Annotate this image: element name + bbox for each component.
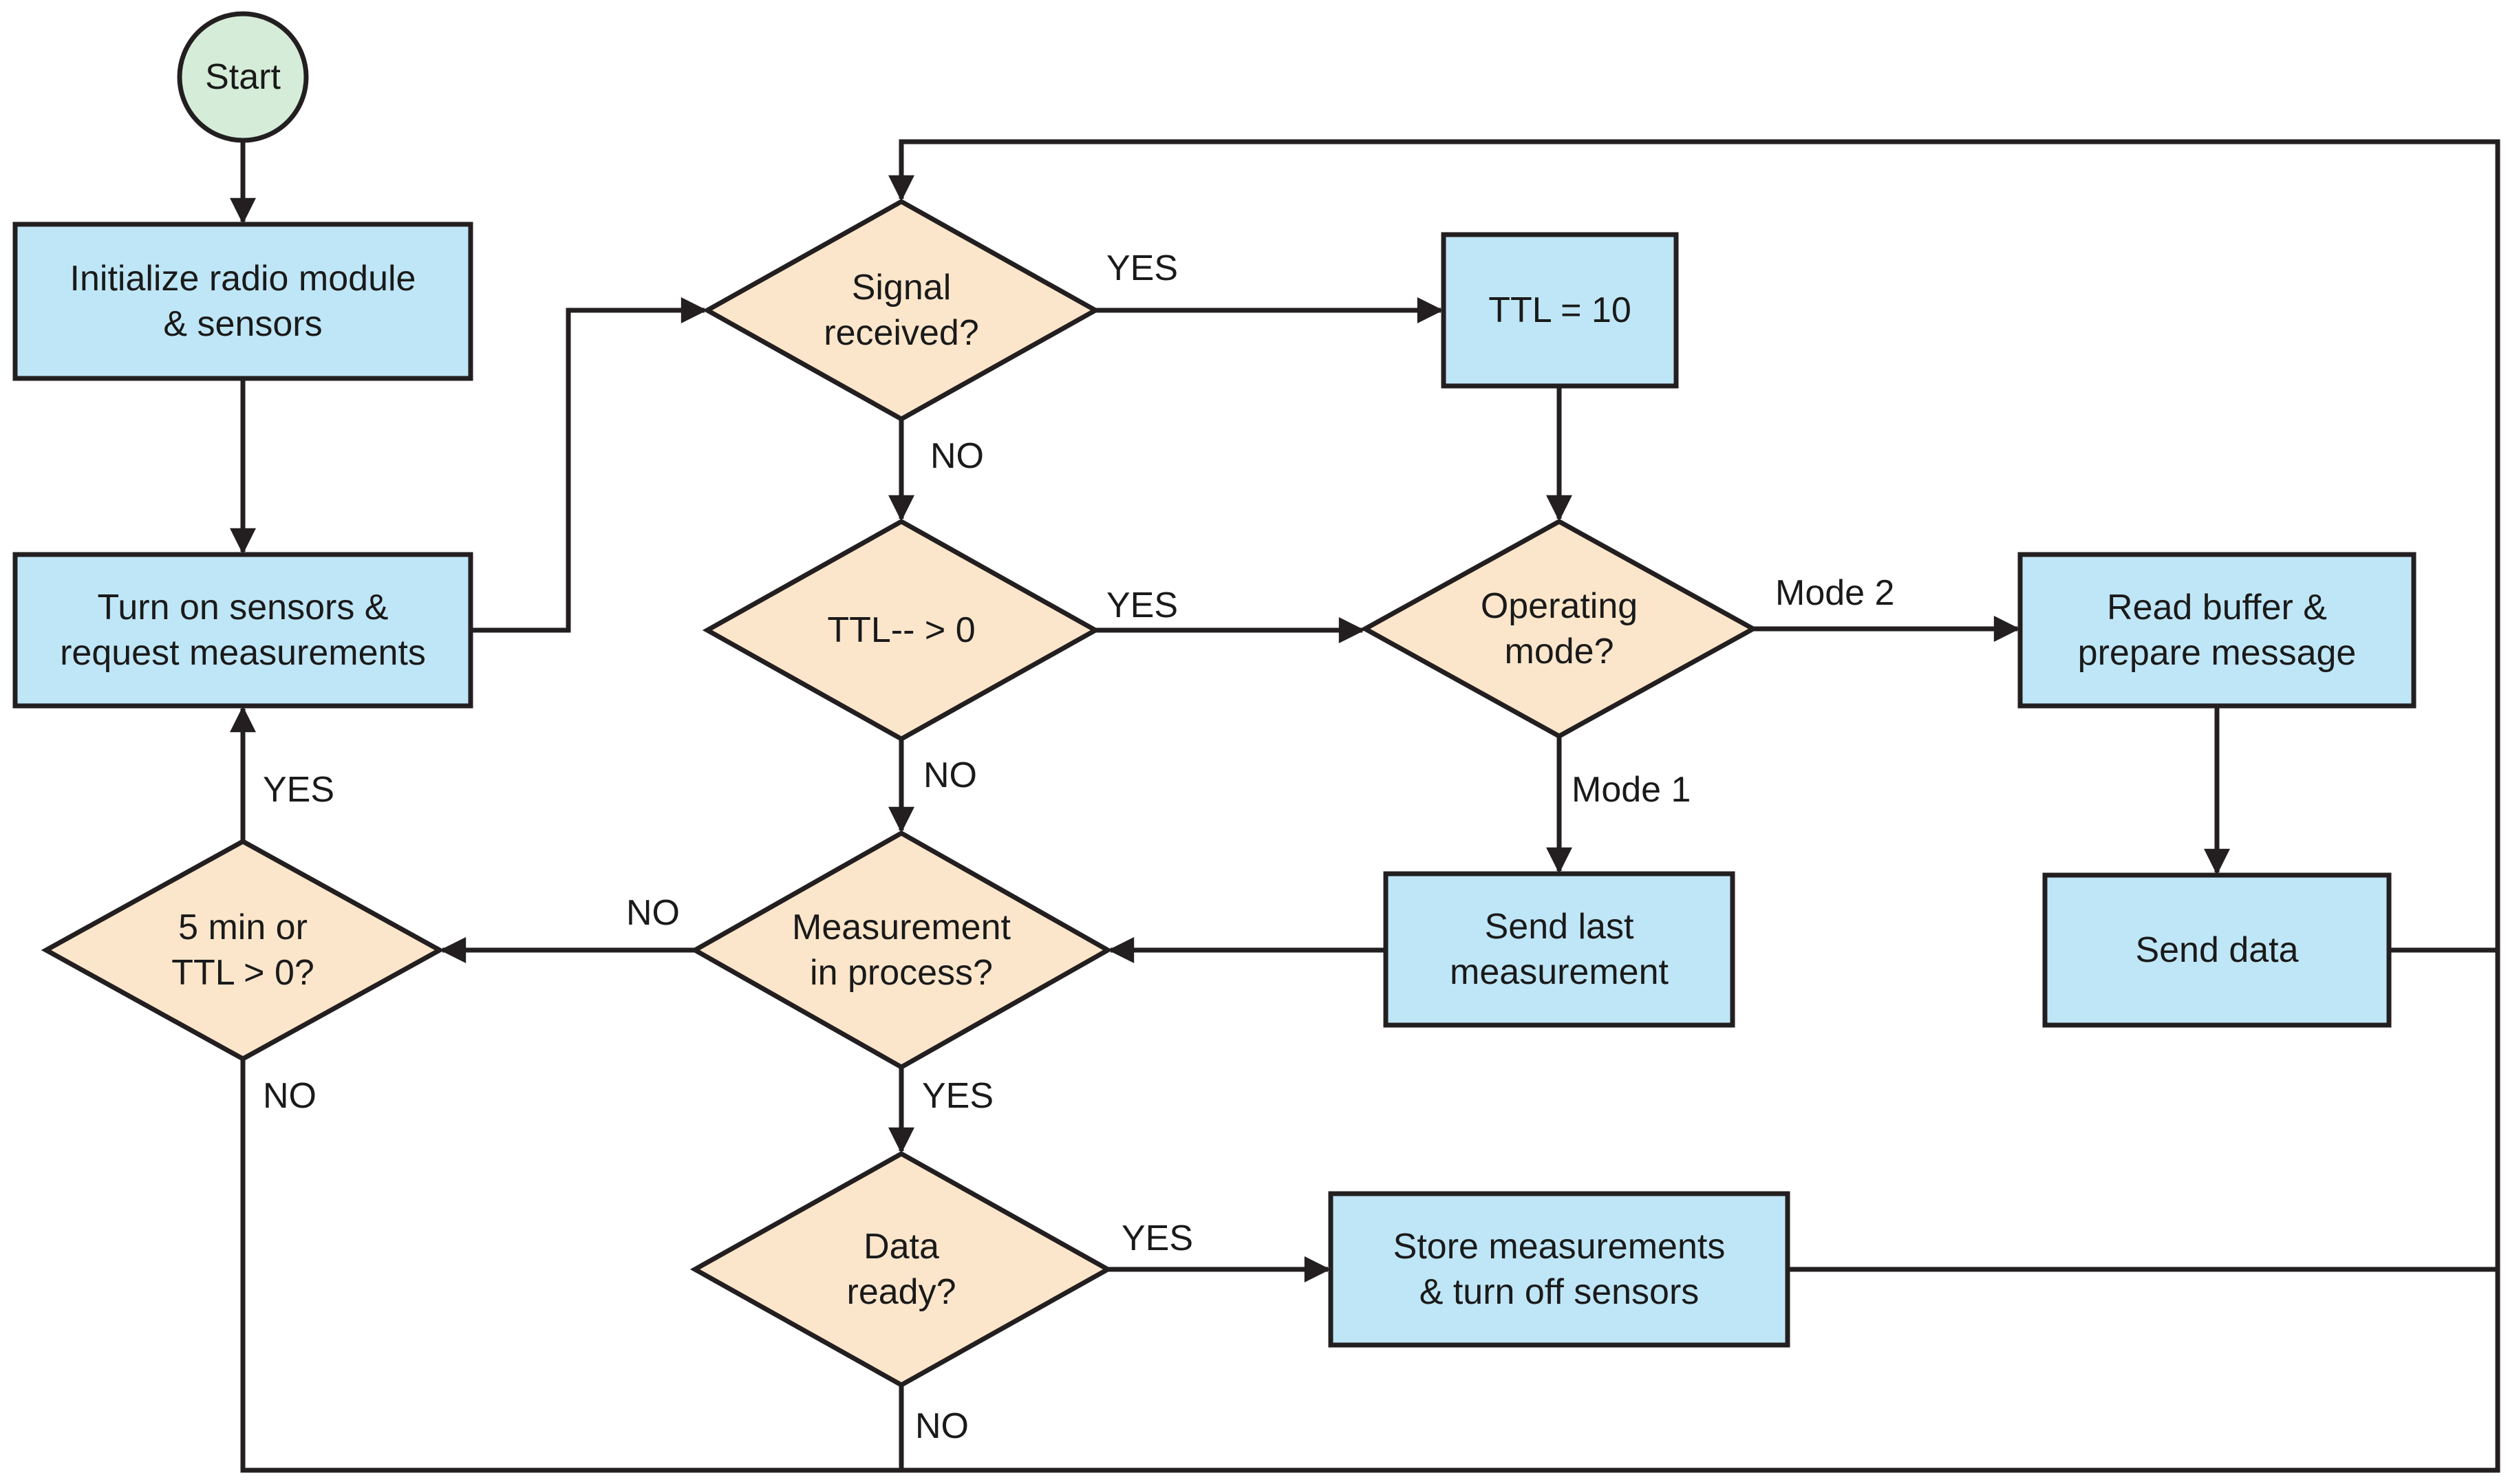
decision-diamond-shape [702, 518, 1101, 742]
process-box-shape [2017, 552, 2416, 709]
node-send-data: Send data [2042, 872, 2392, 1028]
edge-label-meas-no: NO [626, 893, 680, 933]
node-ttl-set: TTL = 10 [1441, 232, 1679, 389]
connectors [230, 139, 2500, 1473]
node-label-line: Measurement [792, 907, 1011, 947]
node-label-line: 5 min or [178, 907, 308, 947]
process-box-shape [1441, 232, 1679, 389]
node-label-line: Signal [852, 268, 952, 308]
edge-label-meas-yes: YES [922, 1076, 994, 1116]
node-label-line: Turn on sensors & [98, 588, 389, 627]
edge-loop-back-to-signal [240, 139, 2500, 1473]
decision-diamond-shape [1360, 519, 1759, 739]
node-label-line: Operating [1481, 586, 1638, 626]
edge-label-five-min-yes: YES [263, 770, 334, 810]
edge-label-mode-2: Mode 2 [1775, 573, 1894, 613]
edge-labels: YES NO YES NO Mode 2 Mode 1 NO YES YES NO YES NO [263, 248, 1894, 1446]
node-label-line: TTL = 10 [1488, 290, 1631, 330]
edge-label-mode-1: Mode 1 [1572, 770, 1691, 810]
edge-label-ttl-dec-no: NO [923, 755, 977, 795]
node-op-mode: Operating mode? [1360, 519, 1759, 739]
decision-diamond-shape [702, 198, 1101, 422]
node-read-buffer: Read buffer & prepare message [2017, 552, 2416, 709]
process-box-shape [12, 222, 473, 381]
node-data-ready: Data ready? [689, 1150, 1113, 1388]
process-box-shape [2042, 872, 2392, 1028]
node-label-line: Store measurements [1393, 1227, 1726, 1267]
node-label-line: Read buffer & [2107, 588, 2327, 627]
decision-diamond-shape [689, 1150, 1113, 1388]
node-five-min: 5 min or TTL > 0? [41, 839, 445, 1062]
node-label-line: Data [864, 1227, 939, 1267]
node-label-line: in process? [810, 953, 993, 993]
node-label-line: request measurements [60, 633, 426, 673]
edge-label-data-ready-no: NO [915, 1406, 969, 1446]
start-terminal-shape [177, 11, 309, 143]
node-label-line: measurement [1450, 952, 1669, 992]
node-label-line: TTL > 0? [171, 953, 314, 993]
edge-label-signal-yes: YES [1106, 248, 1178, 288]
edge-label-data-ready-yes: YES [1122, 1218, 1193, 1258]
node-send-last: Send last measurement [1383, 871, 1735, 1028]
node-label-line: mode? [1505, 632, 1614, 671]
node-store: Store measurements & turn off sensors [1328, 1191, 1790, 1348]
decision-diamond-shape [689, 830, 1113, 1071]
node-label-line: TTL-- > 0 [827, 610, 975, 650]
edge-label-five-min-no: NO [263, 1076, 317, 1116]
node-label-line: & turn off sensors [1419, 1272, 1700, 1312]
node-label-line: prepare message [2078, 633, 2357, 673]
node-label-line: Send data [2135, 930, 2298, 970]
node-label-line: ready? [847, 1272, 956, 1312]
node-label-line: Initialize radio module [70, 259, 416, 299]
decision-diamond-shape [41, 839, 445, 1062]
node-signal: Signal received? [702, 198, 1101, 422]
edge-label-signal-no: NO [930, 436, 984, 476]
node-start: Start [177, 11, 309, 143]
node-label-line: Send last [1485, 907, 1634, 947]
edge-turn-on-to-signal [471, 297, 707, 633]
node-meas-proc: Measurement in process? [689, 830, 1113, 1071]
node-ttl-dec: TTL-- > 0 [702, 518, 1101, 742]
process-box-shape [12, 552, 473, 709]
process-box-shape [1328, 1191, 1790, 1348]
node-turn-on: Turn on sensors & request measurements [12, 552, 473, 709]
node-init: Initialize radio module & sensors [12, 222, 473, 381]
node-label-line: received? [824, 313, 978, 353]
edge-label-ttl-dec-yes: YES [1106, 585, 1178, 625]
node-label-line: & sensors [163, 304, 322, 344]
node-label-line: Start [205, 57, 281, 97]
process-box-shape [1383, 871, 1735, 1028]
